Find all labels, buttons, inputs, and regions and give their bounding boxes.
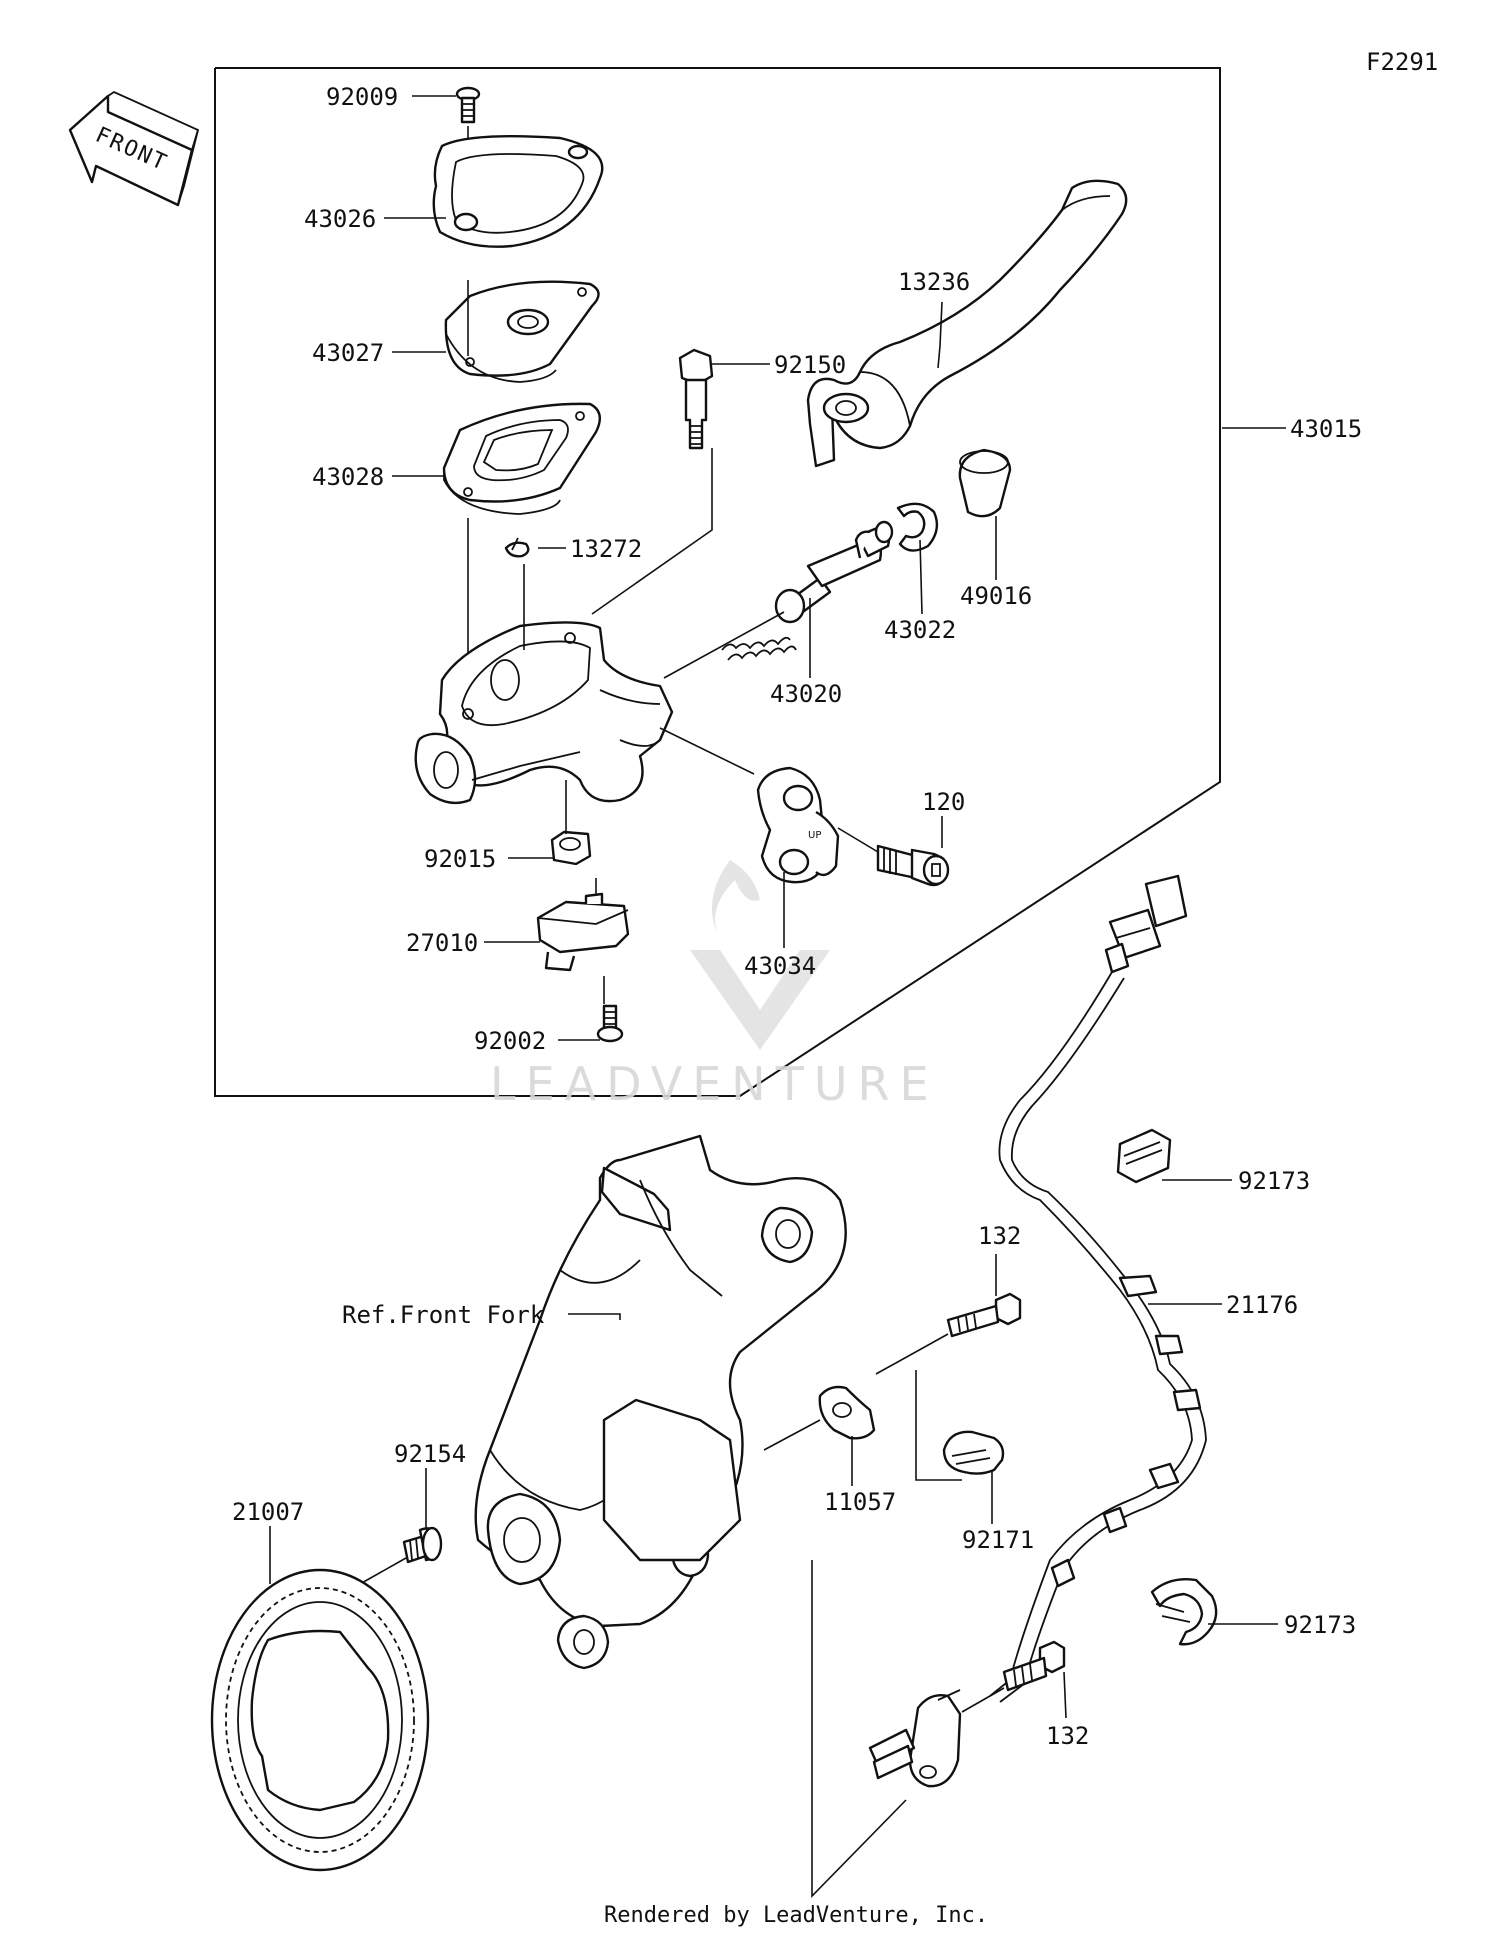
callout-43026: 43026 bbox=[304, 205, 376, 233]
reservoir-plate-icon bbox=[444, 280, 600, 383]
clamp-bolt-icon bbox=[876, 844, 950, 887]
callout-92173-top: 92173 bbox=[1238, 1167, 1310, 1195]
bolt-132-bottom-icon bbox=[1002, 1640, 1066, 1692]
clamp-92171-icon bbox=[942, 1430, 1005, 1475]
callout-49016: 49016 bbox=[960, 582, 1032, 610]
diaphragm-icon bbox=[442, 402, 602, 515]
callout-numbers: 92009 43026 43027 43028 13272 92150 1323… bbox=[232, 83, 1362, 1750]
bolt-92154-icon bbox=[402, 1526, 443, 1564]
callout-92171: 92171 bbox=[962, 1526, 1034, 1554]
screw-92009-icon bbox=[455, 86, 481, 124]
callout-13236: 13236 bbox=[898, 268, 970, 296]
callout-120: 120 bbox=[922, 788, 965, 816]
abs-sensor-icon bbox=[868, 1689, 962, 1788]
abs-rotor-icon bbox=[210, 1568, 430, 1872]
brake-lever-icon bbox=[806, 179, 1128, 468]
bracket-icon bbox=[818, 1385, 876, 1440]
assembly-frame bbox=[214, 67, 1221, 1097]
clip-92173-lower-icon bbox=[1150, 1578, 1218, 1646]
callout-43022: 43022 bbox=[884, 616, 956, 644]
clip-13272-icon bbox=[504, 537, 530, 558]
callout-21007: 21007 bbox=[232, 1498, 304, 1526]
watermark-text: LEADVENTURE bbox=[490, 1057, 939, 1111]
lever-cap-icon bbox=[958, 448, 1012, 518]
callout-11057: 11057 bbox=[824, 1488, 896, 1516]
callout-43015: 43015 bbox=[1290, 415, 1362, 443]
abs-sensor-cable-icon bbox=[989, 874, 1207, 1703]
master-cylinder-body-icon bbox=[414, 621, 674, 805]
nut-92015-icon bbox=[550, 830, 592, 866]
callout-92173-lower: 92173 bbox=[1284, 1611, 1356, 1639]
callout-92015: 92015 bbox=[424, 845, 496, 873]
front-arrow-icon: FRONT bbox=[68, 90, 200, 207]
callout-92150: 92150 bbox=[774, 351, 846, 379]
handlebar-clamp-icon: UP bbox=[756, 766, 840, 884]
callout-43028: 43028 bbox=[312, 463, 384, 491]
brake-switch-icon bbox=[536, 892, 630, 972]
front-fork-icon bbox=[474, 1134, 847, 1670]
callout-leaders bbox=[269, 95, 1286, 1719]
callout-92154: 92154 bbox=[394, 1440, 466, 1468]
callout-13272: 13272 bbox=[570, 535, 642, 563]
svg-text:UP: UP bbox=[808, 830, 821, 841]
pivot-bolt-icon bbox=[678, 348, 714, 450]
callout-43020: 43020 bbox=[770, 680, 842, 708]
ref-front-fork-label: Ref.Front Fork bbox=[342, 1301, 545, 1329]
callout-132-bottom: 132 bbox=[1046, 1722, 1089, 1750]
grommet-92173-top-icon bbox=[1116, 1128, 1172, 1184]
leadventure-watermark: LEADVENTURE bbox=[490, 860, 939, 1111]
callout-43034: 43034 bbox=[744, 952, 816, 980]
callout-132-top: 132 bbox=[978, 1222, 1021, 1250]
figure-code: F2291 bbox=[1366, 48, 1438, 76]
footer-credit: Rendered by LeadVenture, Inc. bbox=[604, 1903, 988, 1928]
bolt-132-top-icon bbox=[946, 1292, 1022, 1338]
reservoir-cap-icon bbox=[432, 135, 604, 248]
callout-21176: 21176 bbox=[1226, 1291, 1298, 1319]
callout-43027: 43027 bbox=[312, 339, 384, 367]
piston-kit-icon bbox=[721, 520, 894, 661]
screw-92002-icon bbox=[596, 1004, 624, 1043]
callout-92002: 92002 bbox=[474, 1027, 546, 1055]
callout-92009: 92009 bbox=[326, 83, 398, 111]
circlip-icon bbox=[896, 502, 939, 552]
callout-27010: 27010 bbox=[406, 929, 478, 957]
